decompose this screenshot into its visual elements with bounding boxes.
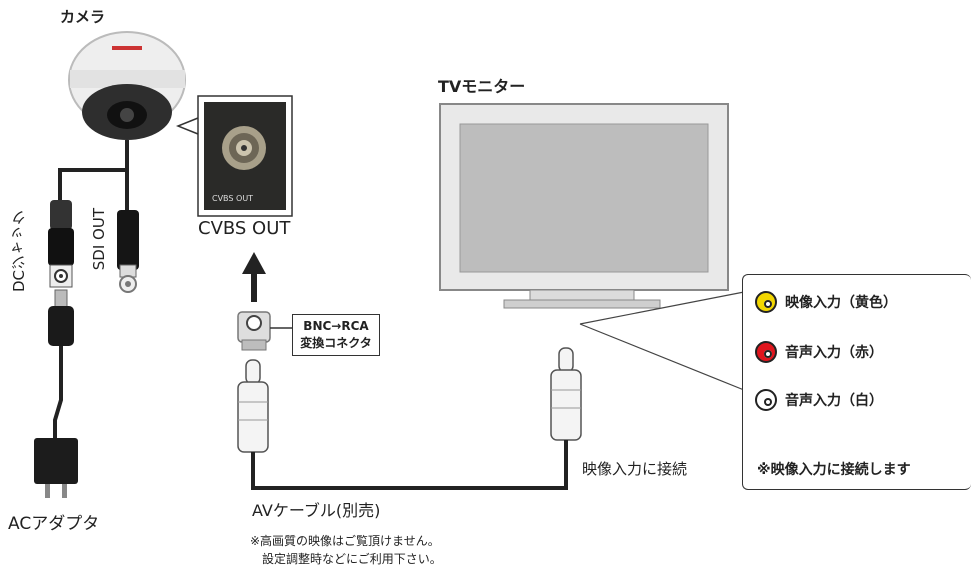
note-line2: 設定調整時などにご利用下さい。: [262, 552, 442, 566]
camera-cables: [58, 140, 129, 210]
legend-item-audio-red: 音声入力（赤）: [755, 341, 883, 363]
tv-monitor-label: TVモニター: [438, 77, 526, 96]
rca-plug-left-icon: [237, 359, 269, 453]
cvbs-out-photo-text: CVBS OUT: [212, 194, 254, 203]
photo-pointer: [175, 117, 199, 135]
legend-item-audio-white: 音声入力（白）: [755, 389, 883, 411]
legend-note: ※映像入力に接続します: [757, 462, 911, 478]
cvbs-out-label: CVBS OUT: [198, 218, 291, 239]
note-line1: ※高画質の映像はご覧頂けません。: [250, 534, 440, 548]
video-input-connect-label: 映像入力に接続: [582, 460, 688, 478]
tv-input-legend: 映像入力（黄色） 音声入力（赤） 音声入力（白） ※映像入力に接続します: [742, 274, 971, 490]
camera-label: カメラ: [60, 8, 106, 26]
sdi-connector-icon: [117, 210, 139, 293]
av-cable: [251, 440, 568, 490]
bnc-rca-callout: BNC→RCA 変換コネクタ: [292, 314, 380, 356]
sdi-out-label: SDI OUT: [90, 208, 108, 271]
legend-item-label: 映像入力（黄色）: [785, 295, 897, 311]
dc-jack-label: DCジャック: [10, 210, 28, 293]
camera-icon: [68, 31, 186, 140]
tv-callout-pointer: [579, 291, 745, 391]
ac-adapter-icon: [34, 438, 78, 498]
rca-plug-right-icon: [550, 347, 582, 441]
legend-item-label: 音声入力（赤）: [785, 345, 883, 361]
cvbs-photo: [197, 95, 293, 217]
ac-adapter-label: ACアダプタ: [8, 514, 100, 534]
legend-item-label: 音声入力（白）: [785, 393, 883, 409]
tv-monitor-icon: [439, 103, 729, 309]
legend-item-video-yellow: 映像入力（黄色）: [755, 291, 897, 313]
white-jack-icon: [755, 389, 777, 411]
arrow-up-icon: [242, 252, 266, 302]
bnc-rca-converter-icon: [237, 311, 271, 351]
power-cable: [53, 346, 63, 440]
red-jack-icon: [755, 341, 777, 363]
yellow-jack-icon: [755, 291, 777, 313]
bnc-rca-label-line2: 変換コネクタ: [300, 336, 372, 350]
dc-jack-icon: [48, 200, 74, 346]
bnc-rca-label-line1: BNC→RCA: [303, 319, 369, 333]
av-cable-label: AVケーブル(別売): [252, 501, 381, 520]
